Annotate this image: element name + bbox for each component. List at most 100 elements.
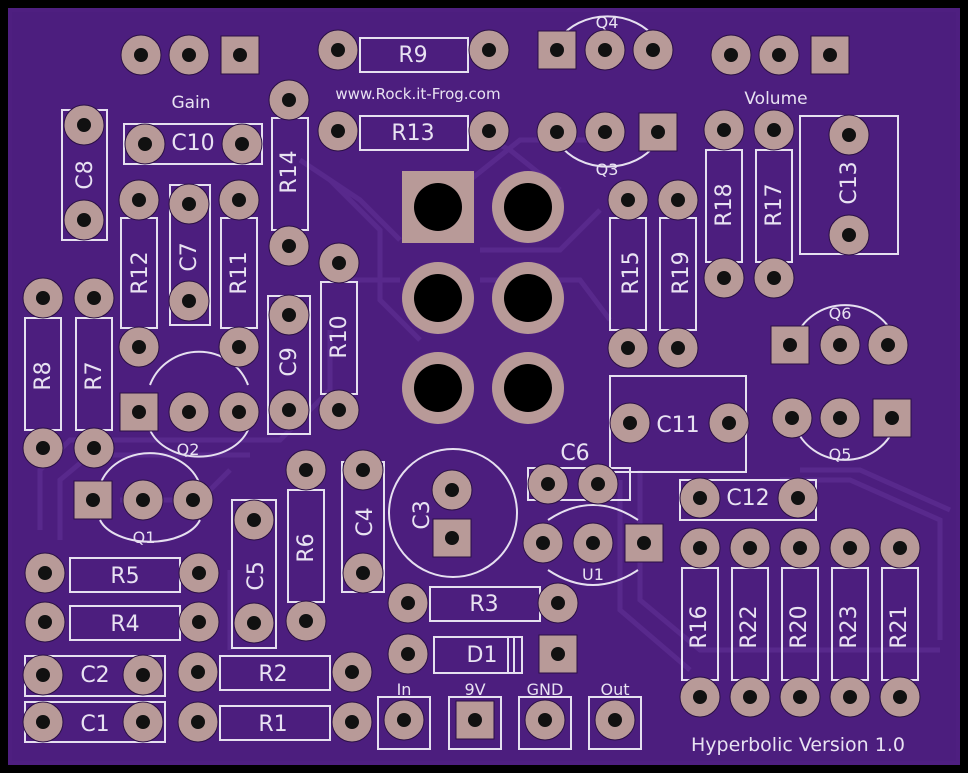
d1-outline	[433, 636, 523, 674]
footer-label: Hyperbolic Version 1.0	[691, 734, 905, 756]
q6-pad-1-hole	[783, 338, 797, 352]
r8-pad-1-hole	[36, 291, 50, 305]
r8-pad-2-hole	[36, 441, 50, 455]
d1-pad-2	[538, 634, 578, 674]
out-connector-pad-hole	[608, 713, 622, 727]
r11-pad-1-hole	[232, 193, 246, 207]
r12-label: R12	[128, 251, 153, 294]
c12-label: C12	[726, 486, 769, 511]
r21-pad-1-hole	[893, 541, 907, 555]
r1-label: R1	[258, 712, 287, 737]
volume-label: Volume	[744, 89, 807, 109]
c5-pad-1-hole	[247, 513, 261, 527]
r23-pad-1-hole	[843, 541, 857, 555]
c11-pad-2-hole	[722, 416, 736, 430]
r17-pad-1-hole	[767, 123, 781, 137]
gnd-connector-outline	[518, 696, 572, 750]
c12-pad-2-hole	[791, 491, 805, 505]
c4-label: C4	[353, 507, 378, 536]
q5-pad-1-hole	[785, 411, 799, 425]
r8-label: R8	[31, 361, 56, 390]
gain-pot-pad-3-hole	[233, 48, 247, 62]
r5-label: R5	[110, 564, 139, 589]
r10-pad-1-hole	[332, 256, 346, 270]
r17-pad-2-hole	[767, 271, 781, 285]
r11-label: R11	[227, 251, 252, 294]
q2-pad-3-hole	[232, 405, 246, 419]
9v-connector-outline	[448, 696, 502, 750]
c8-pad-2-hole	[77, 213, 91, 227]
q2-pad-2-hole	[182, 405, 196, 419]
gain-pot-pad-2-hole	[182, 48, 196, 62]
r12-pad-1-hole	[132, 193, 146, 207]
q2-outline-b	[149, 429, 249, 458]
website-label: www.Rock.it-Frog.com	[335, 85, 500, 103]
q4-label: Q4	[596, 13, 619, 32]
r13-pad-2-hole	[482, 124, 496, 138]
r16-label: R16	[687, 605, 712, 648]
q1-pad-1-hole	[86, 493, 100, 507]
q6-label: Q6	[829, 304, 852, 323]
c6-pad-1-hole	[541, 477, 555, 491]
q4-pad-1-hole	[550, 43, 564, 57]
c8-pad-1-hole	[77, 118, 91, 132]
r3-pad-1-hole	[401, 596, 415, 610]
q4-pad-3-hole	[646, 43, 660, 57]
r15-pad-1-hole	[621, 193, 635, 207]
r19-label: R19	[669, 251, 694, 294]
r9-pad-2-hole	[482, 43, 496, 57]
r10-pad-2-hole	[332, 403, 346, 417]
r16-pad-2-hole	[693, 690, 707, 704]
u1-pad-2-hole	[586, 536, 600, 550]
c11-label: C11	[656, 413, 699, 438]
jack-pad-2-hole	[504, 183, 552, 231]
c9-pad-1-hole	[282, 308, 296, 322]
jack-pad-5-hole	[414, 364, 462, 412]
r17-label: R17	[762, 183, 787, 226]
r9-outline	[359, 37, 469, 73]
r1-pad-1-hole	[191, 715, 205, 729]
q1-outline	[99, 452, 201, 486]
c7-label: C7	[177, 242, 202, 271]
r23-label: R23	[837, 605, 862, 648]
r14-pad-2-hole	[282, 239, 296, 253]
c1-pad-1-hole	[36, 715, 50, 729]
r5-pad-2-hole	[192, 566, 206, 580]
q4-outline	[559, 15, 656, 39]
u1-pad-1-hole	[536, 536, 550, 550]
q1-pad-2-hole	[136, 493, 150, 507]
u1-pad-3-hole	[637, 536, 651, 550]
r5-pad-1-hole	[38, 566, 52, 580]
c4-pad-1-hole	[356, 463, 370, 477]
r22-label: R22	[737, 605, 762, 648]
r2-pad-1-hole	[191, 665, 205, 679]
r11-pad-2-hole	[232, 340, 246, 354]
d1-label: D1	[467, 643, 498, 668]
q5-pad-3-hole	[885, 411, 899, 425]
r19-pad-2-hole	[671, 341, 685, 355]
r21-label: R21	[887, 605, 912, 648]
r20-label: R20	[787, 605, 812, 648]
c13-pad-2-hole	[842, 228, 856, 242]
d1-pad-2-hole	[551, 647, 565, 661]
r18-pad-1-hole	[717, 123, 731, 137]
q3-pad-3-hole	[651, 125, 665, 139]
q6-pad-2-hole	[833, 338, 847, 352]
c8-label: C8	[73, 160, 98, 189]
volume-pot-pad-3-hole	[823, 48, 837, 62]
c3-outline	[388, 448, 518, 578]
r4-label: R4	[110, 612, 139, 637]
q1-pad-3-hole	[186, 493, 200, 507]
c10-pad-2-hole	[235, 137, 249, 151]
gnd-connector-pad-hole	[538, 713, 552, 727]
r21-pad-2-hole	[893, 690, 907, 704]
r9-pad-1-hole	[331, 43, 345, 57]
r3-label: R3	[469, 592, 498, 617]
c3-pad-2-hole	[445, 531, 459, 545]
q4-pad-2-hole	[598, 43, 612, 57]
r14-label: R14	[277, 150, 302, 193]
c3-label: C3	[410, 500, 435, 529]
q3-pad-2-hole	[598, 125, 612, 139]
r6-pad-2-hole	[299, 614, 313, 628]
